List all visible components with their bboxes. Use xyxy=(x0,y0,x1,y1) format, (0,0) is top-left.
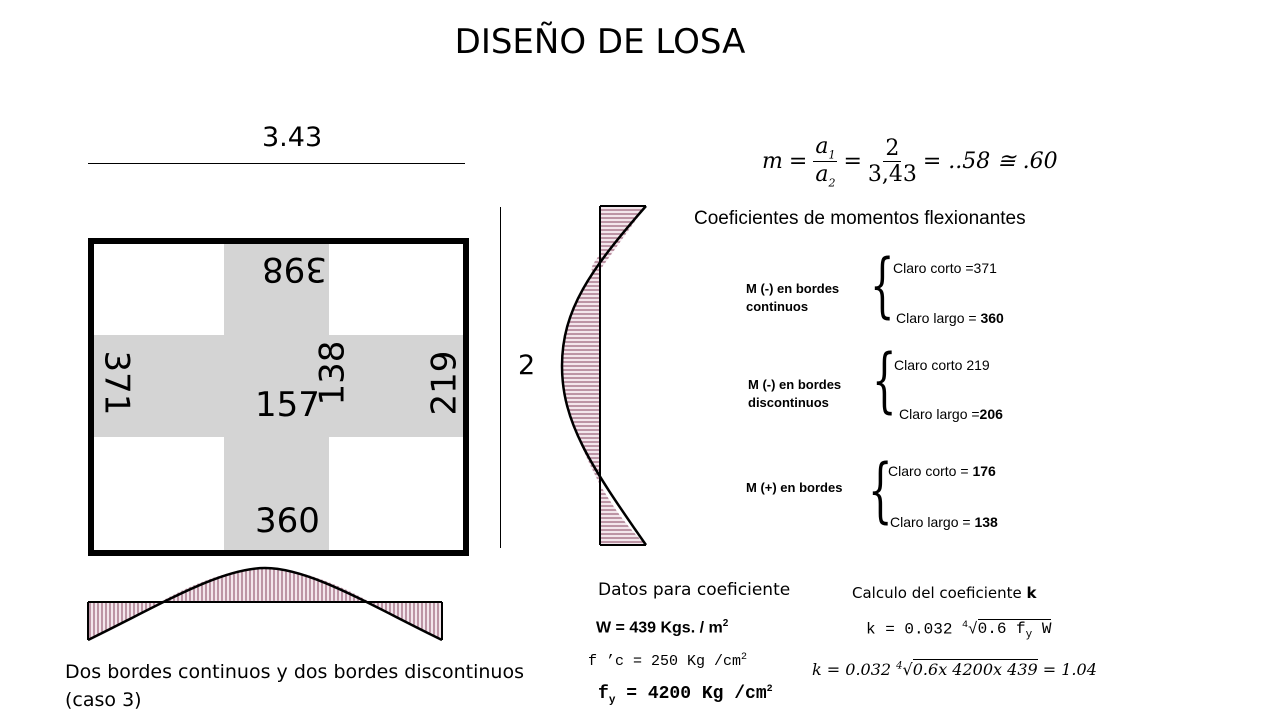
k-calc-radicand: 0.6x 4200x 439 xyxy=(912,659,1038,679)
group-discontinuous-long-prefix: Claro largo = xyxy=(899,406,980,422)
brace-icon: { xyxy=(870,244,895,326)
slab-height-label: 2 xyxy=(518,350,536,381)
formula-m: m xyxy=(762,149,783,175)
group-continuous-short: Claro corto =371 xyxy=(893,260,997,276)
concrete-strength: f ’c = 250 Kg /cm2 xyxy=(588,652,747,670)
group-continuous-long-prefix: Claro largo = xyxy=(896,310,981,326)
group-positive-label: M (+) en bordes xyxy=(746,480,843,495)
slab-panel: 398 371 138 219 157 360 xyxy=(88,238,469,556)
calc-title: Calculo del coeficiente k xyxy=(852,584,1037,602)
group-positive-short: Claro corto = 176 xyxy=(888,463,996,479)
slab-width-label: 3.43 xyxy=(262,122,323,153)
group-continuous-long-value: 360 xyxy=(980,310,1004,326)
horizontal-strip xyxy=(94,335,463,437)
k-formula-sub: y xyxy=(1025,629,1033,642)
k-formula-radicand: 0.6 fy W xyxy=(977,619,1052,642)
formula-equals: = xyxy=(788,149,808,175)
case-caption-line2: (caso 3) xyxy=(65,689,142,711)
fy-rest: = 4200 Kg /cm xyxy=(615,684,767,704)
group-continuous-long: Claro largo = 360 xyxy=(896,310,1004,326)
group-positive-long-prefix: Claro largo = xyxy=(890,514,975,530)
group-discontinuous-long-value: 206 xyxy=(979,406,1003,422)
moment-bottom: 360 xyxy=(255,501,320,541)
fy-sub: y xyxy=(608,694,616,707)
k-formula: k = 0.032 4√0.6 fy W xyxy=(866,619,1052,642)
k-calc-prefix: k = 0.032 xyxy=(812,660,897,679)
case-caption: Dos bordes continuos y dos bordes discon… xyxy=(65,658,524,714)
k-calculation: k = 0.032 4√0.6x 4200x 439 = 1.04 xyxy=(812,659,1097,679)
calc-title-text: Calculo del coeficiente xyxy=(852,584,1027,602)
fc-text: f ’c = 250 Kg /cm xyxy=(588,653,742,670)
formula-fraction-a: a1 a2 xyxy=(813,134,838,190)
formula-fraction-num: 2 3,43 xyxy=(868,136,917,187)
k-calc-end: = 1.04 xyxy=(1037,660,1097,679)
steel-strength: fy = 4200 Kg /cm2 xyxy=(598,684,773,707)
group-discontinuous-label: M (-) en bordes discontinuos xyxy=(748,377,842,410)
k-formula-rad: 0.6 f xyxy=(977,620,1026,639)
datos-title: Datos para coeficiente xyxy=(598,580,791,600)
moment-center: 157 xyxy=(255,385,320,425)
slab-width-dimension-line xyxy=(88,163,465,164)
case-caption-line1: Dos bordes continuos y dos bordes discon… xyxy=(65,661,524,683)
moment-right: 219 xyxy=(424,350,465,416)
moment-center-vertical: 138 xyxy=(312,340,353,406)
load-w-exp: 2 xyxy=(722,618,729,629)
k-formula-end: W xyxy=(1032,620,1052,639)
brace-icon: { xyxy=(872,339,897,421)
group-continuous-label: M (-) en bordes continuos xyxy=(746,281,840,314)
formula-a1: a xyxy=(815,134,829,159)
group-positive-short-prefix: Claro corto = xyxy=(888,463,973,479)
vertical-moment-diagram xyxy=(560,205,648,546)
moment-top: 398 xyxy=(262,249,327,289)
group-positive-short-value: 176 xyxy=(972,463,996,479)
formula-a2: a xyxy=(815,162,829,188)
formula-result: = ..58 ≅ .60 xyxy=(922,149,1058,175)
horizontal-moment-diagram xyxy=(87,566,443,642)
formula-equals-2: = xyxy=(843,149,862,175)
ratio-formula: m = a1 a2 = 2 3,43 = ..58 ≅ .60 xyxy=(762,134,1058,190)
k-calc-index: 4 xyxy=(896,660,903,672)
formula-a2-sub: 2 xyxy=(828,176,836,190)
formula-denominator: 3,43 xyxy=(867,162,917,188)
k-formula-prefix: k = 0.032 xyxy=(866,620,963,639)
group-discontinuous-long: Claro largo =206 xyxy=(899,406,1003,422)
brace-icon: { xyxy=(868,449,893,531)
group-positive-long-value: 138 xyxy=(974,514,998,530)
moment-left: 371 xyxy=(96,350,137,416)
load-w: W = 439 Kgs. / m2 xyxy=(596,618,728,637)
fc-exp: 2 xyxy=(741,652,748,663)
fy-text: f xyxy=(598,684,609,704)
calc-title-k: k xyxy=(1026,584,1037,602)
load-w-text: W = 439 Kgs. / m xyxy=(596,619,723,637)
formula-numerator: 2 xyxy=(883,136,902,163)
coefficients-title: Coeficientes de momentos flexionantes xyxy=(694,208,1026,229)
group-positive-long: Claro largo = 138 xyxy=(890,514,998,530)
k-formula-index: 4 xyxy=(962,620,969,631)
slab-height-dimension-line xyxy=(500,207,501,548)
page-title: DISEÑO DE LOSA xyxy=(454,22,746,62)
group-discontinuous-short: Claro corto 219 xyxy=(894,357,990,373)
fy-exp: 2 xyxy=(766,684,773,695)
formula-a1-sub: 1 xyxy=(828,148,836,162)
